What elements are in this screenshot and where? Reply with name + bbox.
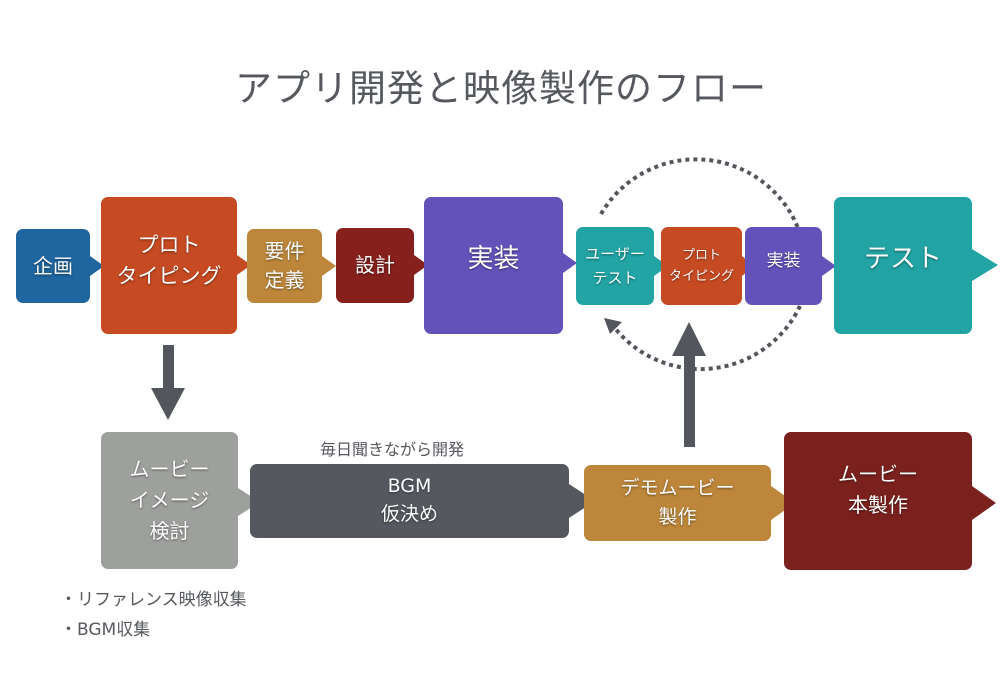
up-arrow-icon — [672, 322, 706, 447]
step-label: プロト — [681, 247, 721, 263]
step-implementation: 実装 — [424, 197, 577, 334]
step-label: デモムービー — [620, 476, 735, 499]
step-label: 定義 — [264, 268, 305, 292]
step-label: 企画 — [33, 253, 73, 278]
step-label: 設計 — [355, 253, 395, 277]
flow-arrow-icon — [322, 256, 336, 276]
loop-arrowhead-icon — [604, 318, 622, 334]
step-implementation-loop: 実装 — [745, 227, 836, 305]
step-movie-image: ムービー イメージ 検討 — [101, 432, 260, 569]
step-label: テスト — [863, 243, 942, 274]
loop-arc-top — [599, 157, 800, 229]
step-label: イメージ — [129, 488, 210, 512]
loop-arc-bottom — [612, 305, 802, 372]
flow-arrow-icon — [972, 249, 998, 281]
step-movie-production: ムービー 本製作 — [784, 432, 996, 570]
flow-arrow-icon — [972, 486, 996, 520]
step-test: テスト — [834, 197, 998, 334]
step-label: ムービー — [129, 457, 210, 481]
step-requirements: 要件 定義 — [247, 229, 336, 303]
step-label: タイピング — [668, 269, 734, 284]
step-label: ムービー — [838, 462, 918, 486]
step-label: タイピング — [116, 263, 222, 288]
step-prototyping-loop: プロト タイピング — [661, 227, 754, 305]
flow-arrow-icon — [563, 253, 577, 273]
step-label: テスト — [592, 269, 638, 287]
step-label: 仮決め — [380, 503, 438, 525]
page-title: アプリ開発と映像製作のフロー — [235, 67, 767, 110]
step-design: 設計 — [336, 228, 428, 303]
step-label: 実装 — [467, 243, 520, 274]
step-demo-movie: デモムービー 製作 — [584, 465, 795, 541]
step-label: 実装 — [766, 250, 801, 271]
note-item: ・リファレンス映像収集 — [60, 590, 247, 610]
step-plan: 企画 — [16, 229, 104, 303]
step-label: ユーザー — [585, 245, 645, 263]
step-label: 本製作 — [848, 493, 908, 517]
down-arrow-icon — [151, 345, 185, 420]
step-label: BGM — [387, 475, 432, 498]
step-prototyping: プロト タイピング — [101, 197, 251, 334]
flow-arrow-icon — [90, 256, 104, 276]
note-item: ・BGM収集 — [60, 620, 151, 640]
notes-list: ・リファレンス映像収集 ・BGM収集 — [60, 585, 247, 645]
step-bgm: BGM 仮決め — [250, 464, 595, 538]
step-label: 検討 — [149, 519, 190, 543]
bgm-caption: 毎日聞きながら開発 — [320, 440, 465, 459]
step-label: 要件 — [264, 239, 305, 263]
step-label: 製作 — [658, 506, 697, 528]
flow-arrow-icon — [822, 256, 836, 276]
step-label: プロト — [137, 233, 201, 258]
step-user-test: ユーザー テスト — [576, 227, 668, 305]
